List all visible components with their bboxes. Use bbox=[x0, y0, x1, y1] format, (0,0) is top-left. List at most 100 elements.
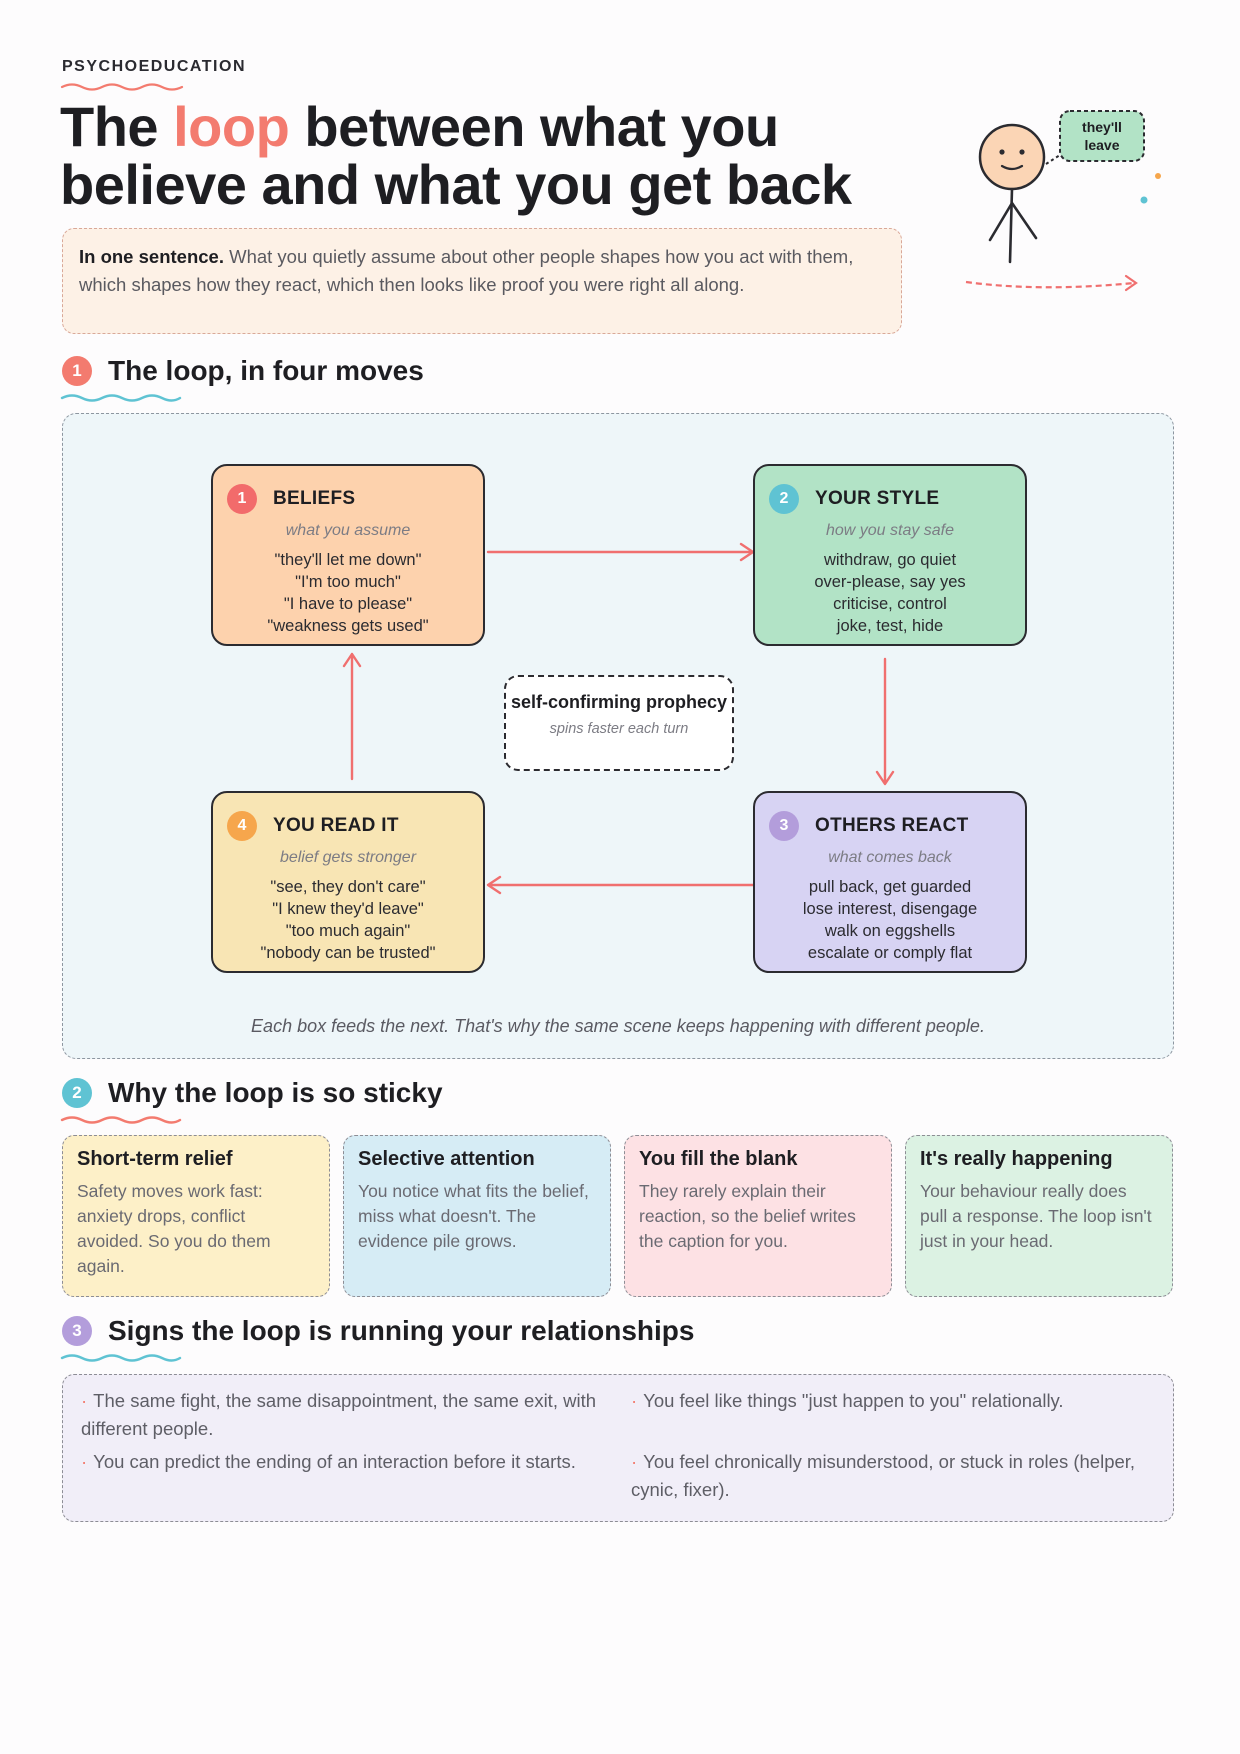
signs-panel: ·The same fight, the same disappointment… bbox=[62, 1374, 1174, 1522]
speech-bubble-line-2: leave bbox=[1084, 137, 1119, 153]
loop-box-line: escalate or comply flat bbox=[807, 944, 973, 962]
stick-figure-illustration: they'll leave bbox=[965, 110, 1161, 292]
loop-diagram-panel: 1 BELIEFS what you assume "they'll let m… bbox=[62, 413, 1174, 1059]
sign-list-item: ·The same fight, the same disappointment… bbox=[81, 1387, 601, 1443]
section-underline-squiggle bbox=[60, 394, 182, 402]
sign-list-item: ·You feel like things "just happen to yo… bbox=[631, 1387, 1151, 1415]
figure-eye-left bbox=[999, 149, 1005, 155]
bullet-dot-icon: · bbox=[631, 1390, 638, 1411]
sticky-card-selective-attention: Selective attention You notice what fits… bbox=[343, 1135, 611, 1297]
eyebrow-squiggle bbox=[60, 83, 184, 91]
loop-box-subtitle: how you stay safe bbox=[825, 522, 955, 539]
sticky-card-title: It's really happening bbox=[920, 1148, 1113, 1170]
figure-arms bbox=[988, 201, 1038, 242]
sign-text: You feel chronically misunderstood, or s… bbox=[631, 1451, 1136, 1500]
loop-box-line: "I knew they'd leave" bbox=[272, 900, 424, 918]
self-confirming-prophecy-note: self-confirming prophecy spins faster ea… bbox=[504, 675, 734, 771]
decor-dot-orange bbox=[1155, 173, 1161, 179]
loop-box-line: lose interest, disengage bbox=[802, 900, 978, 918]
arrow-read-to-beliefs bbox=[342, 652, 362, 781]
loop-box-lines: pull back, get guarded lose interest, di… bbox=[755, 876, 1025, 964]
loop-box-line: withdraw, go quiet bbox=[823, 551, 957, 569]
figure-eye-right bbox=[1019, 149, 1025, 155]
section-number-badge: 3 bbox=[62, 1316, 92, 1346]
loop-box-subtitle: what you assume bbox=[285, 522, 411, 539]
center-note-subtitle: spins faster each turn bbox=[549, 721, 689, 737]
sticky-card-title: Selective attention bbox=[358, 1148, 535, 1170]
sticky-card-body: You notice what fits the belief, miss wh… bbox=[358, 1181, 589, 1251]
decor-dot-blue bbox=[1140, 196, 1148, 204]
loop-box-your-style: 2 YOUR STYLE how you stay safe withdraw,… bbox=[753, 464, 1027, 646]
sticky-card-body: Safety moves work fast: anxiety drops, c… bbox=[77, 1181, 271, 1276]
loop-step-badge: 3 bbox=[769, 811, 799, 841]
figure-smile bbox=[1000, 164, 1024, 171]
loop-box-line: walk on eggshells bbox=[824, 922, 956, 940]
loop-box-line: "I have to please" bbox=[283, 595, 413, 613]
loop-arrows bbox=[342, 542, 895, 895]
section-number-badge: 1 bbox=[62, 356, 92, 386]
summary-lead: In one sentence. bbox=[79, 246, 224, 267]
loop-box-line: criticise, control bbox=[833, 595, 947, 613]
loop-box-line: joke, test, hide bbox=[836, 617, 944, 635]
loop-box-subtitle: what comes back bbox=[828, 849, 952, 866]
speech-bubble bbox=[1059, 110, 1145, 162]
sticky-card-short-term-relief: Short-term relief Safety moves work fast… bbox=[62, 1135, 330, 1297]
loop-caption: Each box feeds the next. That's why the … bbox=[251, 1016, 985, 1036]
loop-box-line: over-please, say yes bbox=[814, 573, 966, 591]
loop-step-badge: 2 bbox=[769, 484, 799, 514]
dashed-motion-arrowhead bbox=[1124, 274, 1138, 292]
loop-box-title: YOU READ IT bbox=[273, 815, 399, 836]
bullet-dot-icon: · bbox=[81, 1451, 88, 1472]
loop-box-line: pull back, get guarded bbox=[808, 878, 972, 896]
center-note-title: self-confirming prophecy bbox=[510, 692, 728, 712]
arrow-react-to-read bbox=[486, 875, 755, 895]
loop-box-header: 1 BELIEFS bbox=[227, 484, 355, 514]
loop-box-you-read-it: 4 YOU READ IT belief gets stronger "see,… bbox=[211, 791, 485, 973]
title-part-1: The bbox=[60, 95, 174, 158]
loop-box-lines: "they'll let me down" "I'm too much" "I … bbox=[213, 549, 483, 637]
speech-bubble-line-1: they'll bbox=[1082, 119, 1122, 135]
section-title: Signs the loop is running your relations… bbox=[108, 1315, 695, 1346]
bullet-dot-icon: · bbox=[81, 1390, 88, 1411]
loop-box-title: YOUR STYLE bbox=[815, 488, 940, 509]
arrow-style-to-react bbox=[875, 657, 895, 786]
loop-box-line: "too much again" bbox=[285, 922, 411, 940]
figure-body bbox=[1008, 187, 1014, 264]
loop-box-subtitle: belief gets stronger bbox=[279, 849, 417, 866]
section-heading-signs: 3 Signs the loop is running your relatio… bbox=[62, 1311, 694, 1351]
loop-box-line: "nobody can be trusted" bbox=[260, 944, 436, 962]
loop-box-header: 4 YOU READ IT bbox=[227, 811, 399, 841]
eyebrow-label: PSYCHOEDUCATION bbox=[62, 58, 246, 75]
summary-box: In one sentence. What you quietly assume… bbox=[62, 228, 902, 334]
title-accent-word: loop bbox=[173, 95, 290, 158]
loop-box-others-react: 3 OTHERS REACT what comes back pull back… bbox=[753, 791, 1027, 973]
loop-box-line: "I'm too much" bbox=[295, 573, 401, 591]
section-underline-squiggle bbox=[60, 1354, 182, 1362]
sticky-card-title: You fill the blank bbox=[639, 1148, 798, 1170]
sign-list-item: ·You feel chronically misunderstood, or … bbox=[631, 1448, 1151, 1504]
loop-step-badge: 1 bbox=[227, 484, 257, 514]
sticky-card-fill-the-blank: You fill the blank They rarely explain t… bbox=[624, 1135, 892, 1297]
section-heading-sticky: 2 Why the loop is so sticky bbox=[62, 1073, 443, 1113]
summary-text: What you quietly assume about other peop… bbox=[79, 246, 854, 295]
loop-box-line: "they'll let me down" bbox=[274, 551, 422, 569]
loop-box-line: "weakness gets used" bbox=[267, 617, 429, 635]
sign-text: The same fight, the same disappointment,… bbox=[81, 1390, 597, 1439]
arrow-beliefs-to-style bbox=[486, 542, 755, 562]
loop-box-line: "see, they don't care" bbox=[270, 878, 426, 896]
sign-text: You can predict the ending of an interac… bbox=[93, 1451, 576, 1472]
section-heading-loop: 1 The loop, in four moves bbox=[62, 351, 424, 391]
dashed-motion-arrow bbox=[965, 280, 1135, 289]
loop-box-beliefs: 1 BELIEFS what you assume "they'll let m… bbox=[211, 464, 485, 646]
section-number-badge: 2 bbox=[62, 1078, 92, 1108]
sticky-card-body: Your behaviour really does pull a respon… bbox=[920, 1181, 1152, 1251]
section-underline-squiggle bbox=[60, 1116, 182, 1124]
sticky-card-really-happening: It's really happening Your behaviour rea… bbox=[905, 1135, 1173, 1297]
sticky-card-body: They rarely explain their reaction, so t… bbox=[639, 1181, 856, 1251]
loop-box-lines: "see, they don't care" "I knew they'd le… bbox=[213, 876, 483, 964]
bullet-dot-icon: · bbox=[631, 1451, 638, 1472]
sign-text: You feel like things "just happen to you… bbox=[643, 1390, 1064, 1411]
section-title: Why the loop is so sticky bbox=[108, 1077, 443, 1108]
loop-step-badge: 4 bbox=[227, 811, 257, 841]
